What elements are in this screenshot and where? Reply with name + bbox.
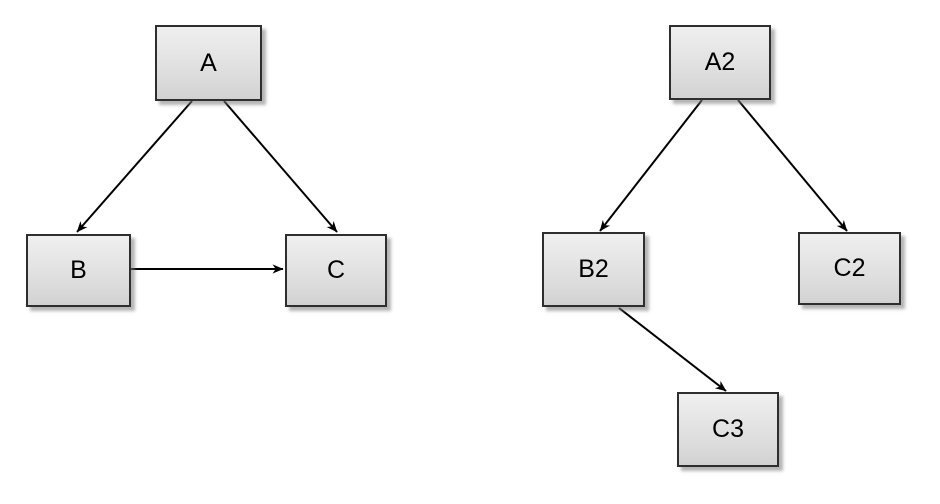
node-label-b: B bbox=[70, 256, 87, 284]
node-label-c: C bbox=[326, 256, 346, 284]
node-label-c2: C2 bbox=[833, 254, 866, 282]
node-c2[interactable]: C2 bbox=[798, 232, 901, 305]
node-a2[interactable]: A2 bbox=[669, 25, 771, 100]
node-label-b2: B2 bbox=[578, 255, 609, 283]
node-b2[interactable]: B2 bbox=[542, 232, 645, 307]
node-c3[interactable]: C3 bbox=[677, 392, 779, 467]
node-c[interactable]: C bbox=[285, 234, 387, 307]
node-label-a2: A2 bbox=[704, 48, 736, 76]
node-label-a: A bbox=[200, 48, 217, 77]
node-label-c3: C3 bbox=[712, 415, 744, 443]
node-b[interactable]: B bbox=[26, 234, 131, 307]
node-a[interactable]: A bbox=[155, 25, 262, 101]
